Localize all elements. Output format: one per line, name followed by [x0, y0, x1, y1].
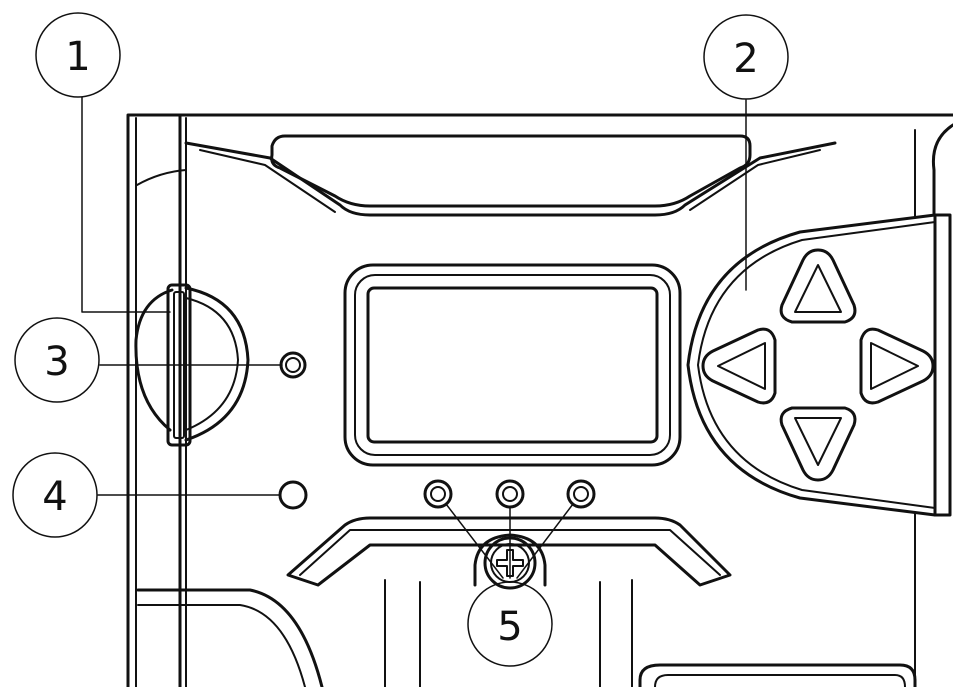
- callout-2-number: 2: [733, 36, 758, 82]
- top-ridge: [184, 134, 837, 217]
- arrow-up-icon: [779, 248, 857, 324]
- callout-5-number: 5: [497, 604, 522, 650]
- display-screen: [343, 263, 682, 467]
- callout-3-number: 3: [44, 339, 69, 385]
- soft-key-right: [566, 479, 596, 509]
- soft-keys: [423, 479, 596, 509]
- bottom-handle: [286, 516, 732, 687]
- callout-1-number: 1: [65, 34, 90, 80]
- callout-3: 3: [14, 317, 100, 403]
- callout-4: 4: [12, 452, 98, 538]
- light-sensor: [278, 480, 308, 510]
- arrow-left-icon: [701, 327, 777, 405]
- callout-2: 2: [703, 14, 789, 100]
- arrow-down-icon: [779, 406, 857, 482]
- soft-key-middle: [495, 479, 525, 509]
- arrow-right-icon: [859, 327, 935, 405]
- callout-leaders: [81, 96, 747, 579]
- callout-5: 5: [467, 581, 553, 667]
- device-housing: [126, 113, 953, 687]
- navigation-pad: [686, 213, 952, 517]
- callout-1: 1: [35, 12, 121, 98]
- callout-4-number: 4: [42, 474, 67, 520]
- status-led: [279, 351, 307, 379]
- soft-key-left: [423, 479, 453, 509]
